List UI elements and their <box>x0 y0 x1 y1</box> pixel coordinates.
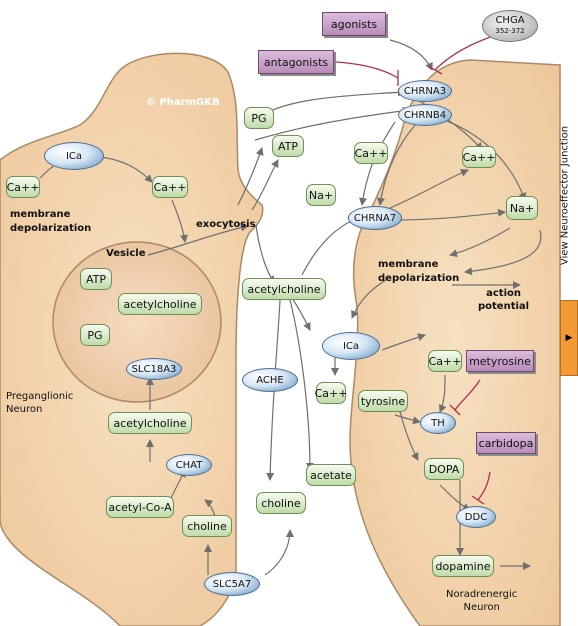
dopa[interactable]: DOPA <box>424 458 464 480</box>
slc18a3[interactable]: SLC18A3 <box>126 358 182 380</box>
inhibition-arrows <box>335 29 511 505</box>
carbidopa-box[interactable]: carbidopa <box>476 432 536 454</box>
antagonists-box[interactable]: antagonists <box>258 50 334 74</box>
view-neuroeffector-junction-link[interactable]: View Neuroeffector Junction <box>559 125 571 266</box>
ca-right-lower[interactable]: Ca++ <box>428 350 462 372</box>
ca-cleft-lower[interactable]: Ca++ <box>315 382 347 404</box>
chat[interactable]: CHAT <box>166 454 212 476</box>
ca-right-mid[interactable]: Ca++ <box>462 146 496 168</box>
acetyl-coa[interactable]: acetyl-Co-A <box>106 496 174 518</box>
chrnb4[interactable]: CHRNB4 <box>398 104 452 126</box>
expand-tab[interactable]: ▶ <box>560 300 578 376</box>
choline-left[interactable]: choline <box>182 515 232 537</box>
ca-left[interactable]: Ca++ <box>6 176 40 198</box>
action-potential-label: action potential <box>478 288 530 312</box>
agonists-box[interactable]: agonists <box>322 12 386 36</box>
tyrosine[interactable]: tyrosine <box>358 390 408 412</box>
chga-subtitle: 352-372 <box>495 27 525 35</box>
acetate[interactable]: acetate <box>306 464 356 486</box>
na-right[interactable]: Na+ <box>506 196 538 220</box>
ica-left[interactable]: ICa <box>44 142 104 170</box>
ca-mid-left[interactable]: Ca++ <box>152 176 188 198</box>
choline-cleft[interactable]: choline <box>256 492 306 514</box>
pg-released[interactable]: PG <box>244 107 274 129</box>
na-left[interactable]: Na+ <box>306 184 336 206</box>
acetylcholine-cytoplasm[interactable]: acetylcholine <box>108 412 192 434</box>
th[interactable]: TH <box>420 412 456 434</box>
exocytosis-label: exocytosis <box>196 219 256 230</box>
chrna7[interactable]: CHRNA7 <box>348 206 402 230</box>
chrna3[interactable]: CHRNA3 <box>398 80 452 102</box>
ica-right[interactable]: ICa <box>322 332 380 360</box>
ache[interactable]: ACHE <box>242 368 298 392</box>
atp-released[interactable]: ATP <box>272 135 304 157</box>
watermark: © PharmGKB <box>146 97 220 108</box>
play-icon: ▶ <box>565 333 573 343</box>
dopamine[interactable]: dopamine <box>432 555 494 577</box>
membrane-depolarization-right: membrane depolarization <box>378 259 460 284</box>
preganglionic-neuron-label: Preganglionic Neuron <box>6 391 74 415</box>
membrane-depolarization-left: membrane depolarization <box>10 209 92 234</box>
pg-vesicle[interactable]: PG <box>80 324 110 346</box>
acetylcholine-cleft[interactable]: acetylcholine <box>242 278 326 300</box>
ca-right-top[interactable]: Ca++ <box>354 142 388 164</box>
chga[interactable]: CHGA 352-372 <box>482 10 538 42</box>
metyrosine-box[interactable]: metyrosine <box>466 350 534 372</box>
chga-label: CHGA <box>495 15 525 26</box>
ddc[interactable]: DDC <box>456 506 496 528</box>
slc5a7[interactable]: SLC5A7 <box>204 572 260 596</box>
acetylcholine-vesicle[interactable]: acetylcholine <box>118 293 202 315</box>
vesicle-label: Vesicle <box>106 248 146 259</box>
noradrenergic-neuron-label: Noradrenergic Neuron <box>446 589 518 613</box>
atp-vesicle[interactable]: ATP <box>80 268 112 290</box>
